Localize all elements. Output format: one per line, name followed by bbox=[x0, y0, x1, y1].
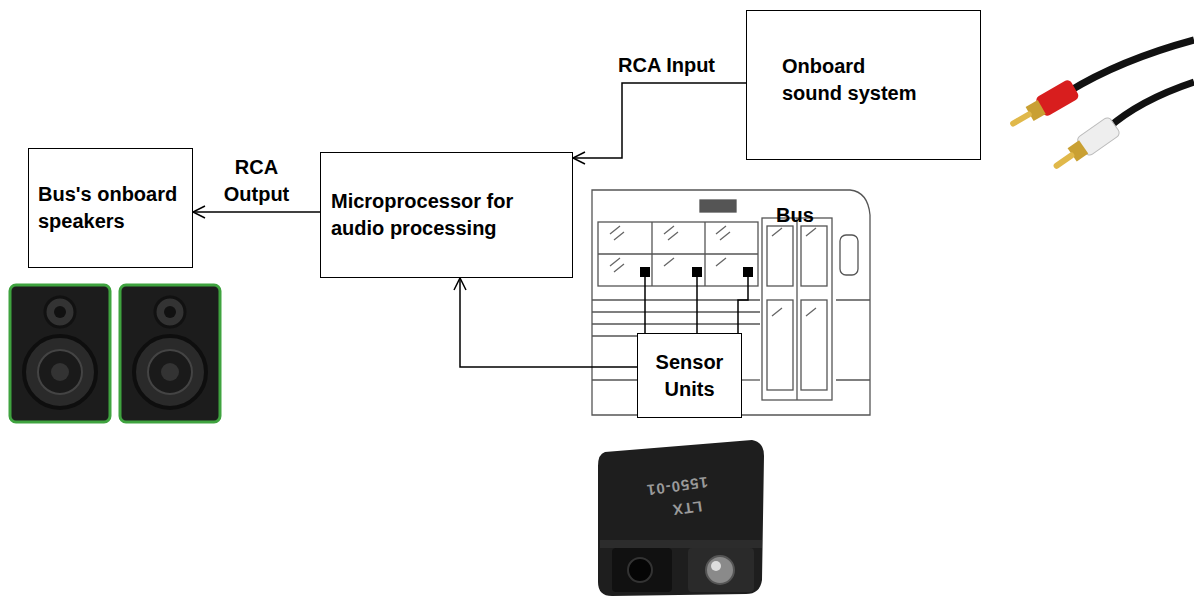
node-text: Onboard sound system bbox=[782, 53, 922, 107]
speaker-illustration bbox=[10, 285, 220, 422]
edge-label: RCA Input bbox=[618, 52, 715, 79]
node-text: Bus's onboard speakers bbox=[38, 181, 186, 235]
sensor-wires bbox=[640, 267, 753, 334]
process-box: Microprocessor for audio processing bbox=[320, 152, 573, 278]
bus-label: Bus bbox=[776, 202, 814, 229]
sensor-component-illustration bbox=[598, 440, 764, 596]
node-text: Microprocessor for audio processing bbox=[331, 188, 564, 242]
edge-label: RCA Output bbox=[212, 154, 302, 208]
connector-arrow bbox=[193, 206, 320, 218]
source-box: Onboard sound system bbox=[746, 10, 981, 160]
rca-cable-illustration bbox=[1005, 40, 1194, 177]
sensor-box: Sensor Units bbox=[637, 333, 742, 418]
connector-arrow bbox=[573, 83, 746, 164]
output-box: Bus's onboard speakers bbox=[28, 148, 193, 268]
connector-arrow bbox=[454, 278, 637, 367]
node-text: Sensor Units bbox=[646, 349, 733, 403]
